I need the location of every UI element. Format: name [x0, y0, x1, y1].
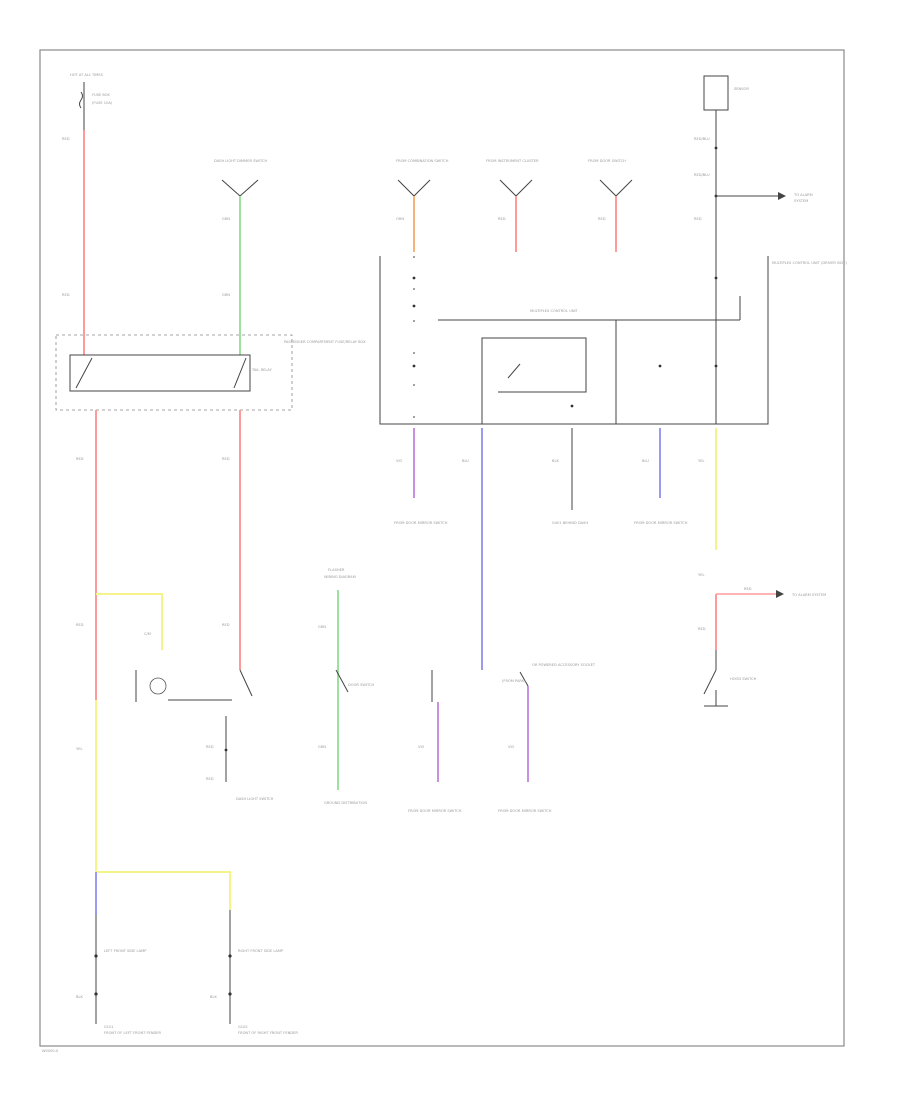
- label-wire-rd-4: RED: [222, 457, 230, 461]
- label-right-arrow-2: SYSTEM: [794, 199, 808, 203]
- label-wire-rd-7: RED: [206, 745, 214, 749]
- label-wire-or: ORN: [396, 217, 404, 221]
- cm-indicator: [149, 677, 167, 695]
- label-center-sub: (FROM PARK): [502, 679, 526, 683]
- label-switch: DOOR SWITCH: [348, 683, 374, 687]
- label-blk-bot2: BLK: [210, 995, 217, 999]
- label-blk-bot: BLK: [76, 995, 83, 999]
- label-wire-rd-8: RED: [206, 777, 214, 781]
- label-wire-red-2: RED: [62, 293, 70, 297]
- label-wire-blk-1: BLK: [552, 459, 559, 463]
- label-gnd-left-sub: FRONT OF LEFT FRONT FENDER: [104, 1031, 162, 1035]
- label-flasher-sub: WIRING DIAGRAM: [324, 575, 356, 579]
- label-gnd-right: G102: [238, 1025, 248, 1029]
- dash-light-switch: [168, 669, 253, 782]
- label-control-right: MULTIPLEX CONTROL UNIT (DRIVER SIDE): [772, 261, 847, 265]
- label-gnd-left: G101: [104, 1025, 114, 1029]
- label-right-mid-2: RED: [698, 627, 706, 631]
- label-top-a: FROM COMBINATION SWITCH: [396, 159, 449, 163]
- label-wire-bl-1: BLU: [462, 459, 469, 463]
- diagram-code: W0000-0: [42, 1049, 59, 1053]
- label-sensor: SENSOR: [734, 87, 749, 91]
- label-wire-vt-1: VIO: [396, 459, 403, 463]
- label-bot-a: FROM DOOR MIRROR SWITCH: [394, 521, 448, 525]
- wire-yellow-branch: [96, 593, 163, 650]
- label-wire-vt-2: VIO: [418, 745, 425, 749]
- label-wire-gn-4: GRN: [318, 745, 326, 749]
- arrow-alarm-mid: [776, 590, 784, 598]
- label-right-arrow-1: TO ALARM: [793, 193, 813, 197]
- label-hood-switch: HOOD SWITCH: [730, 677, 757, 681]
- label-dash-unit-top: DASH LIGHT DIMMER SWITCH: [214, 159, 268, 163]
- label-wire-rd-5: RED: [76, 623, 84, 627]
- label-bot-b: G401 BEHIND DASH: [552, 521, 588, 525]
- label-right-lamp: RIGHT FRONT SIDE LAMP: [238, 949, 284, 953]
- control-switch: [507, 363, 521, 379]
- fuse-symbol: [79, 82, 85, 130]
- sensor-box: [703, 75, 729, 111]
- label-right-top-1: RED/BLU: [694, 137, 710, 141]
- label-ground-lt: GROUND DISTRIBUTION: [324, 801, 367, 805]
- label-right-mid-1: YEL: [698, 573, 704, 577]
- label-cm: C/M: [144, 632, 151, 636]
- arrow-to-alarm: [778, 192, 786, 200]
- label-flasher: FLASHER: [328, 568, 345, 572]
- diagram-border: [39, 49, 845, 1047]
- door-switch-contact: [335, 669, 349, 693]
- passenger-relay-box: [55, 334, 293, 411]
- control-unit-box: [379, 256, 769, 425]
- label-top-c: FROM DOOR SWITCH: [588, 159, 626, 163]
- label-bot-e: FROM DOOR MIRROR SWITCH: [498, 809, 552, 813]
- label-hot-top: HOT AT ALL TIMES: [70, 73, 104, 77]
- label-wire-yl-2: YEL: [698, 459, 704, 463]
- label-center: OR POWERED ACCESSORY SOCKET: [532, 663, 596, 667]
- label-wire-yl-1: YEL: [76, 747, 82, 751]
- label-bot-c: FROM DOOR MIRROR SWITCH: [634, 521, 688, 525]
- dash-dimmer-connector: [221, 179, 259, 197]
- label-right-mid-to: TO ALARM SYSTEM: [791, 593, 826, 597]
- label-tail-relay: TAIL RELAY: [251, 368, 273, 372]
- label-gnd-right-sub: FRONT OF RIGHT FRONT FENDER: [238, 1031, 298, 1035]
- label-wire-rd-a: RED: [498, 217, 506, 221]
- tail-relay: [69, 354, 251, 392]
- label-wire-gn-3: GRN: [318, 625, 326, 629]
- relay-contact: [75, 357, 93, 389]
- label-right-wire-3: RED: [694, 217, 702, 221]
- label-bot-d: FROM DOOR MIRROR SWITCH: [408, 809, 462, 813]
- label-combination-switch: DASH LIGHT SWITCH: [236, 797, 274, 801]
- wire-yellow-lamps: [96, 871, 231, 910]
- label-wire-rd-b: RED: [598, 217, 606, 221]
- label-wire-gn-1: GRN: [222, 217, 230, 221]
- left-front-side-lamp: [94, 915, 98, 1024]
- label-control-unit: MULTIPLEX CONTROL UNIT: [530, 309, 579, 313]
- right-front-side-lamp: [228, 910, 232, 1024]
- label-left-lamp: LEFT FRONT SIDE LAMP: [104, 949, 147, 953]
- label-wire-rd-6: RED: [222, 623, 230, 627]
- label-top-b: FROM INSTRUMENT CLUSTER: [486, 159, 539, 163]
- label-wire-gn-2: GRN: [222, 293, 230, 297]
- label-fuse-block: FUSE BOX: [92, 93, 110, 97]
- label-wire-rd-3: RED: [76, 457, 84, 461]
- hood-switch: [703, 650, 728, 707]
- label-right-top-2: RED/BLU: [694, 173, 710, 177]
- label-wire-bl-2: BLU: [642, 459, 649, 463]
- label-right-mid-arrow: RED: [744, 587, 752, 591]
- label-wire-vt-3: VIO: [508, 745, 515, 749]
- label-fuse-block-sub: (FUSE 10A): [92, 101, 113, 105]
- label-passenger-junction: PASSENGER COMPARTMENT FUSE/RELAY BOX: [284, 340, 366, 344]
- label-wire-red-1: RED: [62, 137, 70, 141]
